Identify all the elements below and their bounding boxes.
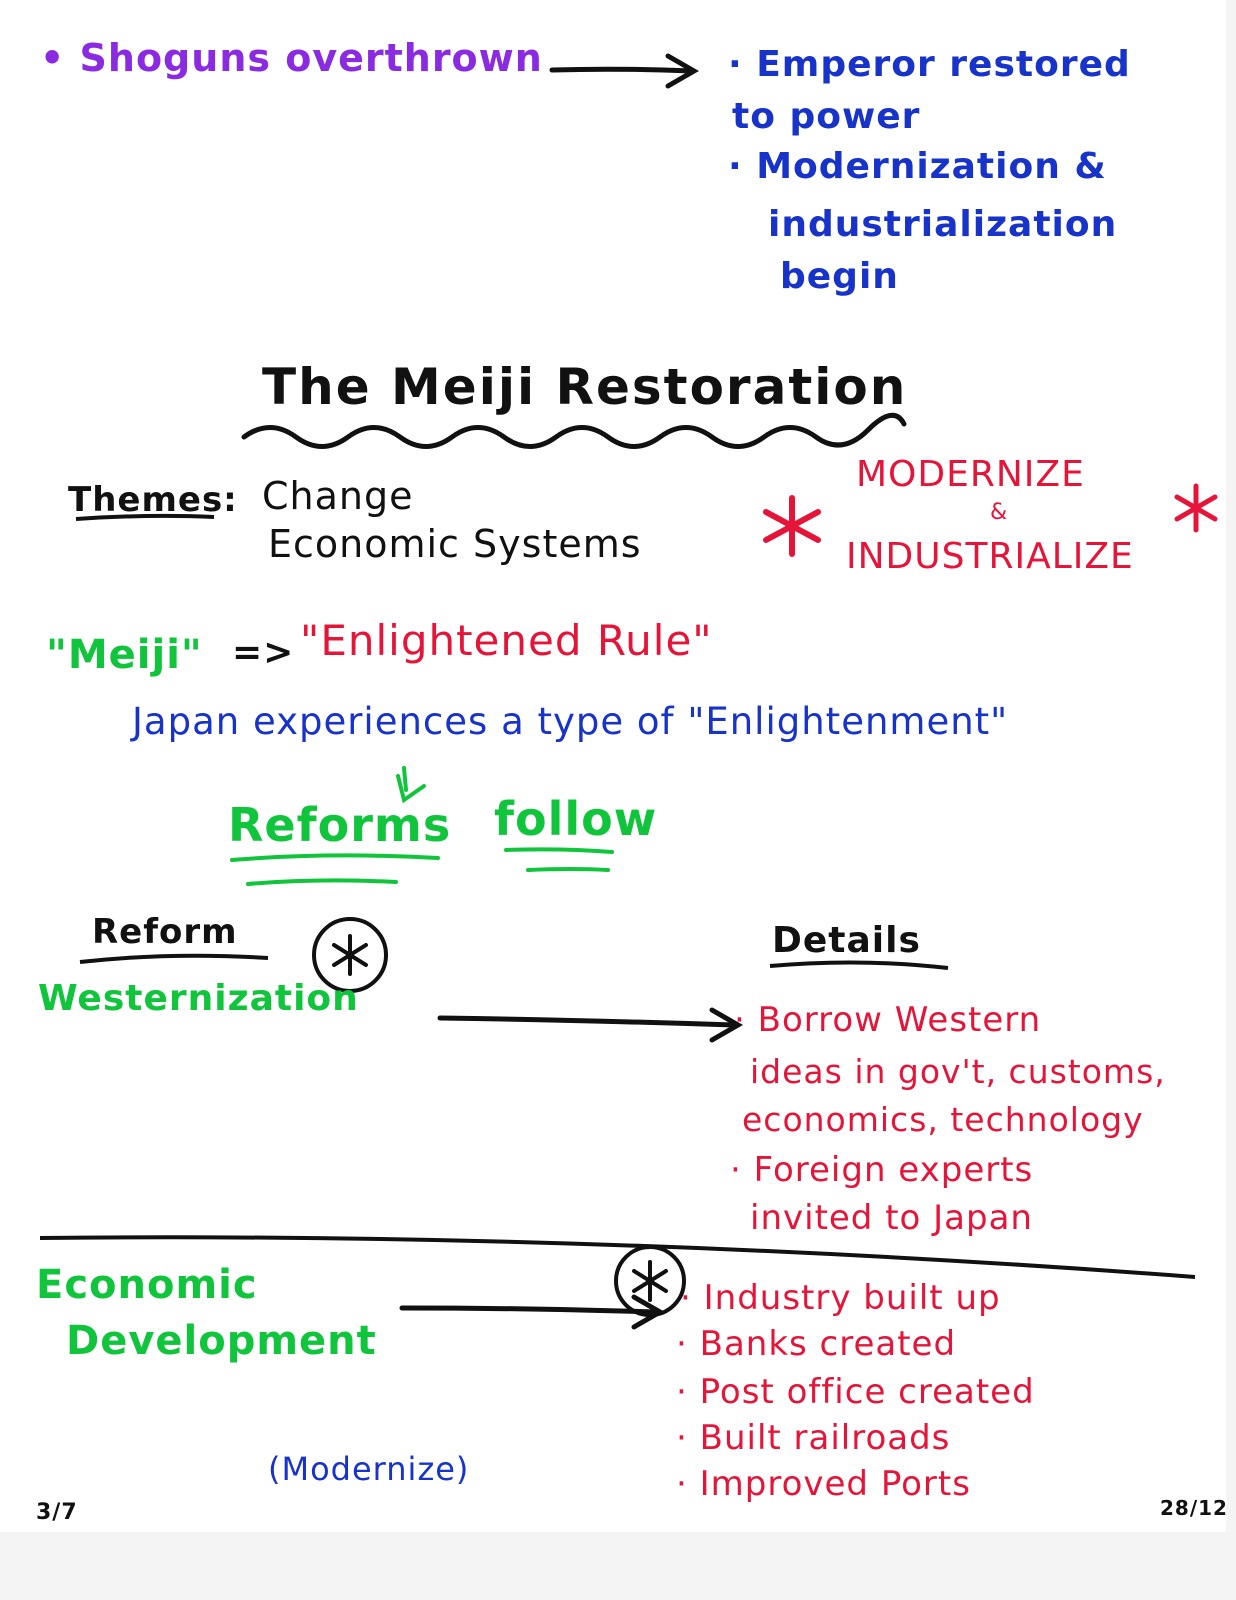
highlight-modernize: MODERNIZE <box>856 454 1085 495</box>
detail-line: · Borrow Western <box>734 1000 1042 1040</box>
detail-line: ideas in gov't, customs, <box>750 1052 1166 1091</box>
detail-line: · Industry built up <box>680 1278 1001 1318</box>
bullet-shoguns-overthrown: • Shoguns overthrown <box>40 36 543 80</box>
detail-text: Industry built up <box>703 1278 1001 1318</box>
reforms-underlines <box>230 847 614 886</box>
meiji-arrow: => <box>232 632 295 673</box>
asterisk-icon <box>1174 483 1218 533</box>
reform-underline <box>79 953 269 964</box>
detail-line: · Improved Ports <box>676 1464 971 1504</box>
detail-line: economics, technology <box>742 1100 1144 1139</box>
detail-line: · Foreign experts <box>730 1150 1034 1190</box>
result-text: Emperor restored <box>756 44 1131 85</box>
detail-line: · Post office created <box>676 1372 1035 1412</box>
page-mark-right: 28/12 <box>1160 1496 1228 1520</box>
result-line-5: begin <box>780 256 899 297</box>
reform-westernization: Westernization <box>38 978 359 1019</box>
column-header-details: Details <box>772 920 921 961</box>
result-line-1: · Emperor restored <box>728 44 1131 85</box>
result-line-2: to power <box>732 96 921 137</box>
asterisk-icon <box>763 495 821 557</box>
detail-text: Banks created <box>699 1324 957 1364</box>
notebook-page: • Shoguns overthrown · Emperor restored … <box>0 0 1228 1532</box>
theme-item: Change <box>262 474 414 518</box>
meiji-term: "Meiji" <box>46 632 203 678</box>
result-line-4: industrialization <box>768 204 1118 245</box>
title-wavy-underline <box>241 412 907 449</box>
theme-item: Economic Systems <box>268 522 642 566</box>
down-arrow-icon <box>396 766 426 804</box>
arrow-right-icon <box>399 1294 666 1330</box>
themes-underline <box>75 513 215 521</box>
arrow-right-icon <box>437 1007 744 1043</box>
modernize-note: (Modernize) <box>268 1450 470 1488</box>
result-line-3: · Modernization & <box>728 146 1107 187</box>
column-header-reform: Reform <box>92 912 238 952</box>
follow-word: follow <box>494 792 658 846</box>
detail-text: Built railroads <box>699 1418 951 1458</box>
detail-line: invited to Japan <box>750 1198 1033 1238</box>
detail-text: Improved Ports <box>699 1464 971 1504</box>
page-title: The Meiji Restoration <box>262 358 908 416</box>
details-underline <box>769 960 949 970</box>
ink-drawings <box>39 53 1218 1330</box>
bullet-text: Shoguns overthrown <box>79 36 543 80</box>
highlight-ampersand: & <box>990 500 1009 525</box>
detail-text: Post office created <box>699 1372 1035 1412</box>
detail-line: · Built railroads <box>676 1418 951 1458</box>
enlightenment-sentence: Japan experiences a type of "Enlightenme… <box>132 700 1009 743</box>
themes-label: Themes: <box>68 480 238 520</box>
arrow-right-icon <box>549 53 700 89</box>
reform-economic-line-1: Economic <box>36 1262 258 1308</box>
page-mark-left: 3/7 <box>36 1500 78 1525</box>
circled-asterisk-icon <box>312 917 388 993</box>
reform-economic-line-2: Development <box>66 1318 377 1364</box>
meiji-meaning: "Enlightened Rule" <box>300 616 713 665</box>
detail-text: Foreign experts <box>753 1150 1034 1190</box>
section-divider <box>39 1235 1196 1279</box>
detail-line: · Banks created <box>676 1324 957 1364</box>
result-text: Modernization & <box>756 146 1107 187</box>
reforms-word: Reforms <box>228 798 452 852</box>
highlight-industrialize: INDUSTRIALIZE <box>846 536 1134 577</box>
detail-text: Borrow Western <box>757 1000 1042 1040</box>
